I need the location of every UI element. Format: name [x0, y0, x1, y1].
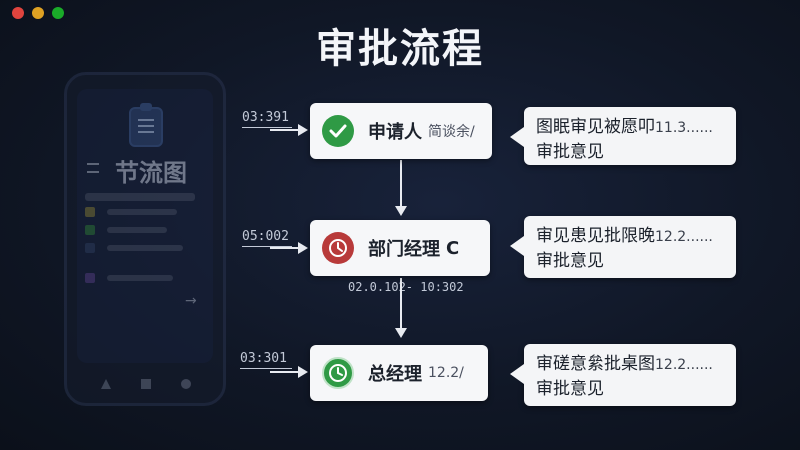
maximize-window-button[interactable] — [52, 7, 64, 19]
arrow-head-icon — [298, 242, 308, 254]
time-underline — [242, 246, 292, 247]
phone-list-bar — [107, 209, 177, 215]
time-range-label: 02.0.102- 10:302 — [348, 280, 464, 294]
comment-label: 审批意见 — [536, 142, 604, 162]
time-underline — [240, 368, 292, 369]
home-icon — [141, 379, 151, 389]
step-applicant[interactable]: 申请人 简谈余/ — [310, 103, 492, 159]
time-label: 03:301 — [240, 351, 287, 366]
recent-icon — [181, 379, 191, 389]
arrow-line — [270, 129, 300, 131]
arrow-line — [270, 371, 300, 373]
comment-bubble: 审磋意絫批桌图12.2...... 审批意见 — [510, 344, 736, 406]
phone-list-chip — [85, 225, 95, 235]
step-department-manager[interactable]: 部门经理 C — [310, 220, 490, 276]
step-label: 部门经理 — [368, 239, 440, 260]
phone-list-chip — [85, 243, 95, 253]
comment-label: 审批意见 — [536, 251, 604, 271]
step-label: 申请人 — [368, 122, 422, 143]
phone-list-bar — [107, 227, 167, 233]
comment-line: 审磋意絫批桌图12.2...... — [536, 352, 724, 377]
comment-number: 12.2...... — [655, 229, 713, 245]
minimize-window-button[interactable] — [32, 7, 44, 19]
step-general-manager[interactable]: 总经理 12.2/ — [310, 345, 488, 401]
comment-text: 审见患见批限晚 — [536, 226, 655, 246]
comment-text: 图眠审见被愿叩 — [536, 117, 655, 137]
menu-icon — [87, 163, 99, 173]
comment-bubble: 图眠审见被愿叩11.3...... 审批意见 — [510, 107, 736, 165]
phone-title: 节流图 — [115, 159, 187, 187]
step-label: 总经理 — [368, 364, 422, 385]
clock-icon — [322, 357, 354, 389]
phone-mockup: 节流图 → — [64, 72, 226, 406]
step-extra: 简谈余/ — [428, 124, 475, 140]
comment-line: 审见患见批限晚12.2...... — [536, 224, 724, 249]
arrow-head-icon — [395, 206, 407, 216]
arrow-line — [270, 247, 300, 249]
phone-list-bar — [107, 245, 183, 251]
time-underline — [242, 127, 292, 128]
window-controls — [12, 7, 64, 19]
comment-text: 审磋意絫批桌图 — [536, 354, 655, 374]
arrow-head-icon — [298, 366, 308, 378]
arrow-line — [400, 160, 402, 208]
comment-line: 图眠审见被愿叩11.3...... — [536, 115, 724, 140]
phone-list-chip — [85, 207, 95, 217]
phone-text-row — [85, 193, 195, 201]
clipboard-icon — [129, 103, 163, 147]
clock-icon — [322, 232, 354, 264]
step-extra: 12.2/ — [428, 365, 464, 381]
time-label: 05:002 — [242, 229, 289, 244]
comment-label: 审批意见 — [536, 379, 604, 399]
step-extra: C — [446, 237, 460, 259]
arrow-head-icon — [298, 124, 308, 136]
page-title: 审批流程 — [316, 26, 484, 72]
comment-bubble: 审见患见批限晚12.2...... 审批意见 — [510, 216, 736, 278]
close-window-button[interactable] — [12, 7, 24, 19]
phone-list-chip — [85, 273, 95, 283]
check-icon — [322, 115, 354, 147]
phone-list-bar — [107, 275, 173, 281]
comment-number: 11.3...... — [655, 120, 713, 136]
arrow-head-icon — [395, 328, 407, 338]
time-label: 03:391 — [242, 110, 289, 125]
arrow-right-icon: → — [185, 293, 197, 309]
arrow-line — [400, 278, 402, 330]
back-icon — [101, 379, 111, 389]
comment-number: 12.2...... — [655, 357, 713, 373]
